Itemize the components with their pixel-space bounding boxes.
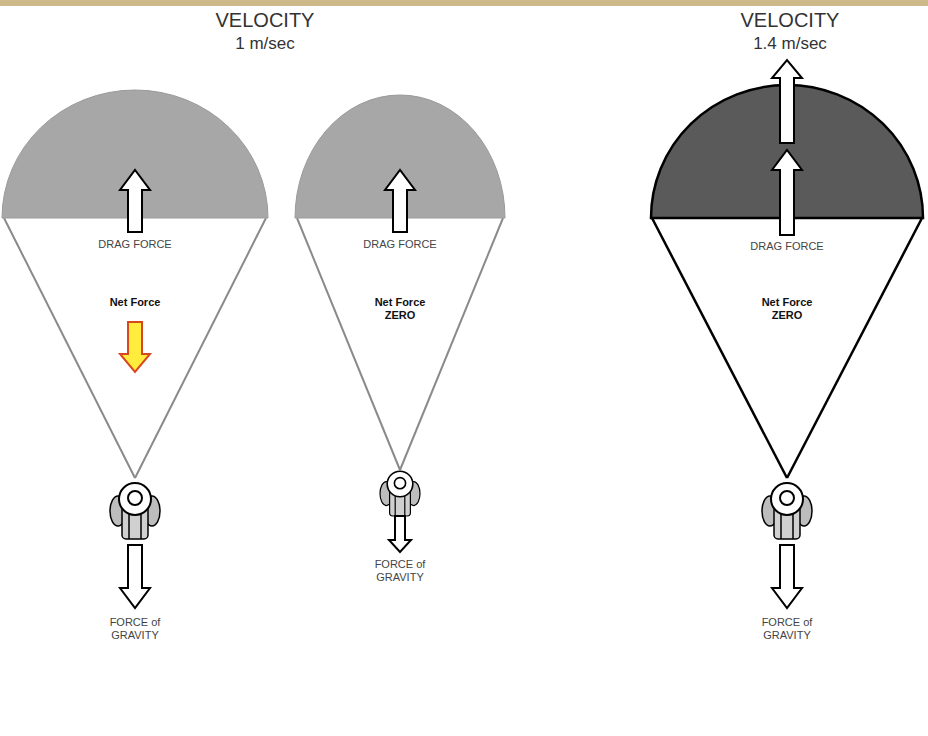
- parachutist: [110, 483, 160, 539]
- drag-arrow: [772, 60, 802, 143]
- force-label: FORCE of GRAVITY: [751, 616, 823, 642]
- parachute-panel: [2, 90, 268, 608]
- velocity-value: 1 m/sec: [180, 34, 350, 54]
- velocity-value: 1.4 m/sec: [705, 34, 875, 54]
- parachute-panel: [651, 60, 923, 608]
- suspension-line: [652, 218, 787, 478]
- suspension-line: [135, 218, 266, 478]
- gravity-arrow: [120, 545, 150, 608]
- net-force-label: Net Force ZERO: [754, 296, 820, 322]
- force-label: FORCE of GRAVITY: [364, 558, 436, 584]
- velocity-heading: VELOCITY: [180, 8, 350, 32]
- suspension-line: [4, 218, 135, 478]
- force-label: FORCE of GRAVITY: [99, 616, 171, 642]
- top-border: [0, 0, 928, 6]
- parachutist: [762, 483, 812, 539]
- drag-arrow: [772, 150, 802, 235]
- suspension-line: [297, 218, 400, 470]
- gravity-arrow: [389, 516, 411, 552]
- gravity-arrow: [772, 545, 802, 608]
- velocity-heading: VELOCITY: [705, 8, 875, 32]
- drag-arrow: [120, 170, 150, 232]
- parachute-panel: [295, 95, 505, 552]
- force-label: DRAG FORCE: [85, 238, 185, 251]
- suspension-line: [400, 218, 503, 470]
- net-force-label: Net Force: [95, 296, 175, 309]
- force-label: DRAG FORCE: [350, 238, 450, 251]
- net-force-label: Net Force ZERO: [367, 296, 433, 322]
- force-label: DRAG FORCE: [737, 240, 837, 253]
- suspension-line: [787, 218, 922, 478]
- drag-arrow: [385, 170, 415, 232]
- parachutist: [380, 471, 420, 516]
- net-force-arrow: [120, 322, 150, 372]
